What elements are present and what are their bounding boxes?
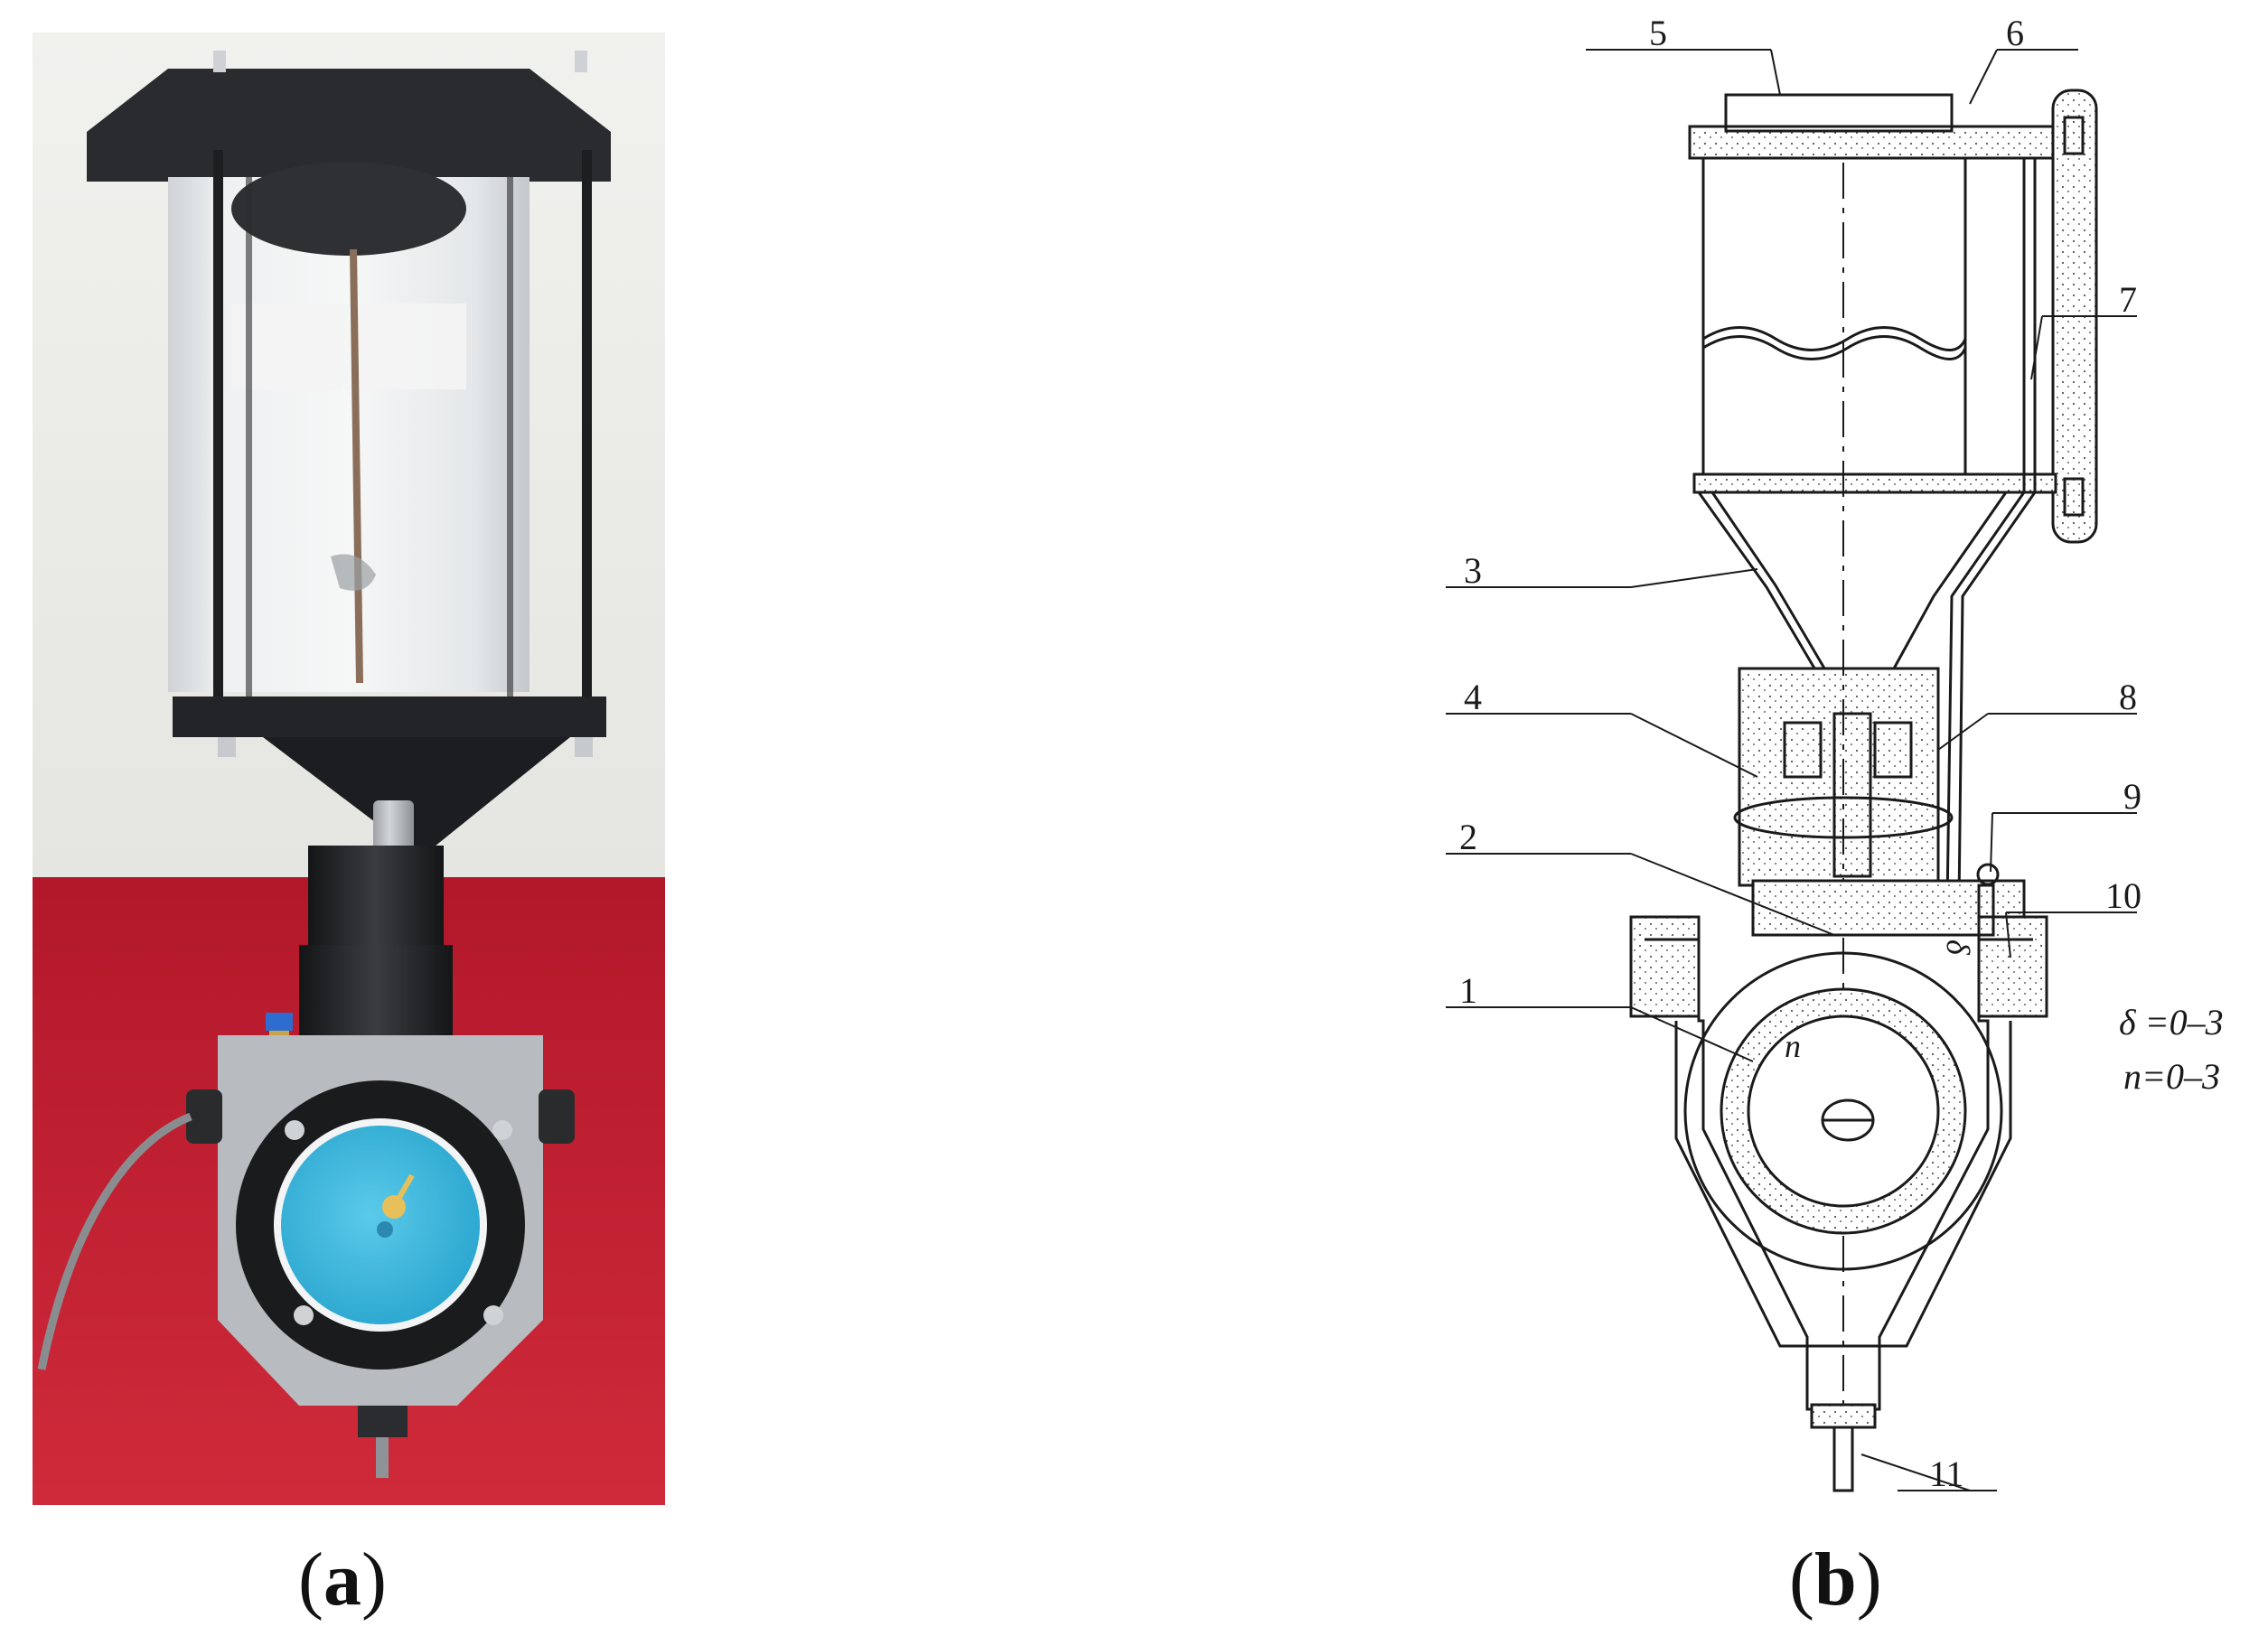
caption-b: (b) [1789, 1536, 1882, 1623]
part-label-11: 11 [1929, 1454, 1964, 1494]
part-label-3: 3 [1464, 550, 1482, 591]
caption-b-open: ( [1789, 1538, 1814, 1622]
drawing-panel-b: 5 6 7 3 4 8 9 2 10 1 11 n δ δ =0–3 n=0–3 [1355, 0, 2268, 1536]
caption-a-close: ) [361, 1538, 387, 1622]
part-label-1: 1 [1459, 970, 1477, 1011]
caption-a-open: ( [298, 1538, 323, 1622]
part-label-4: 4 [1464, 677, 1482, 717]
caption-a: (a) [298, 1536, 387, 1623]
part-label-8: 8 [2119, 677, 2137, 717]
gap-symbol: δ [1940, 940, 1976, 956]
caption-a-letter: a [323, 1538, 361, 1622]
part-label-9: 9 [2123, 776, 2141, 817]
part-label-5: 5 [1649, 13, 1667, 53]
cross-section-drawing: 5 6 7 3 4 8 9 2 10 1 11 n δ δ =0–3 n=0–3 [1446, 13, 2224, 1494]
speed-range-formula: n=0–3 [2123, 1056, 2220, 1097]
funnel [263, 737, 570, 850]
glass-cylinder [168, 177, 530, 692]
caption-b-letter: b [1813, 1538, 1857, 1622]
feed-opening [231, 162, 466, 256]
apparatus-photo [33, 33, 665, 1505]
cable [37, 1112, 192, 1370]
tie-rod-right [582, 150, 592, 710]
tie-rod-left [213, 150, 223, 710]
caption-b-close: ) [1856, 1538, 1882, 1622]
part-label-2: 2 [1459, 817, 1477, 857]
photo-panel-a [33, 33, 665, 1505]
rotor-speed-symbol: n [1785, 1028, 1801, 1064]
nozzle-tip [376, 1437, 389, 1478]
part-label-7: 7 [2119, 279, 2137, 320]
gap-range-formula: δ =0–3 [2119, 1002, 2224, 1042]
part-label-10: 10 [2105, 875, 2141, 916]
spindle-collar [308, 846, 444, 945]
part-label-6: 6 [2006, 13, 2024, 53]
bottom-plate [173, 696, 606, 737]
